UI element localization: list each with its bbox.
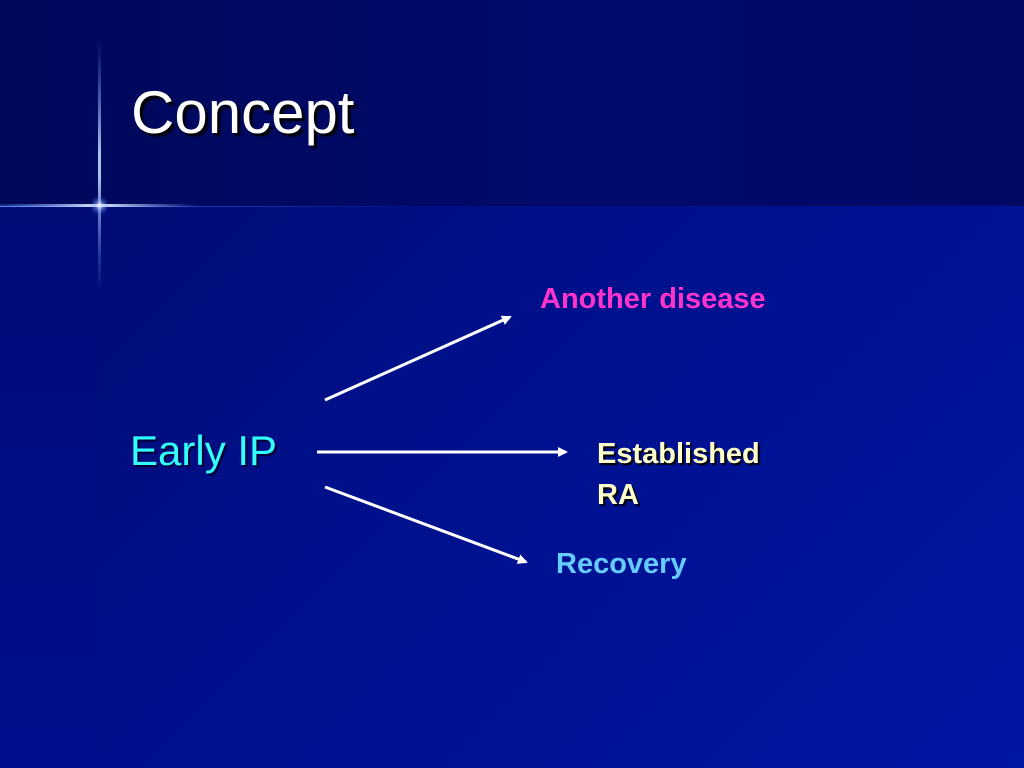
established-line-1: Established [597,438,760,470]
another-disease-label: Another disease [540,283,766,315]
slide-title: Concept [131,79,355,146]
left-panel [0,206,99,768]
established-line-2: RA [597,479,639,511]
recovery-label: Recovery [556,548,687,580]
title-band [0,0,1024,206]
early-ip-label: Early IP [130,427,278,474]
arrow-to-recovery [324,485,528,564]
band-edge-glow [0,206,1024,207]
established-ra-label: Established RA [597,434,760,516]
arrow-to-another-disease [324,315,512,402]
